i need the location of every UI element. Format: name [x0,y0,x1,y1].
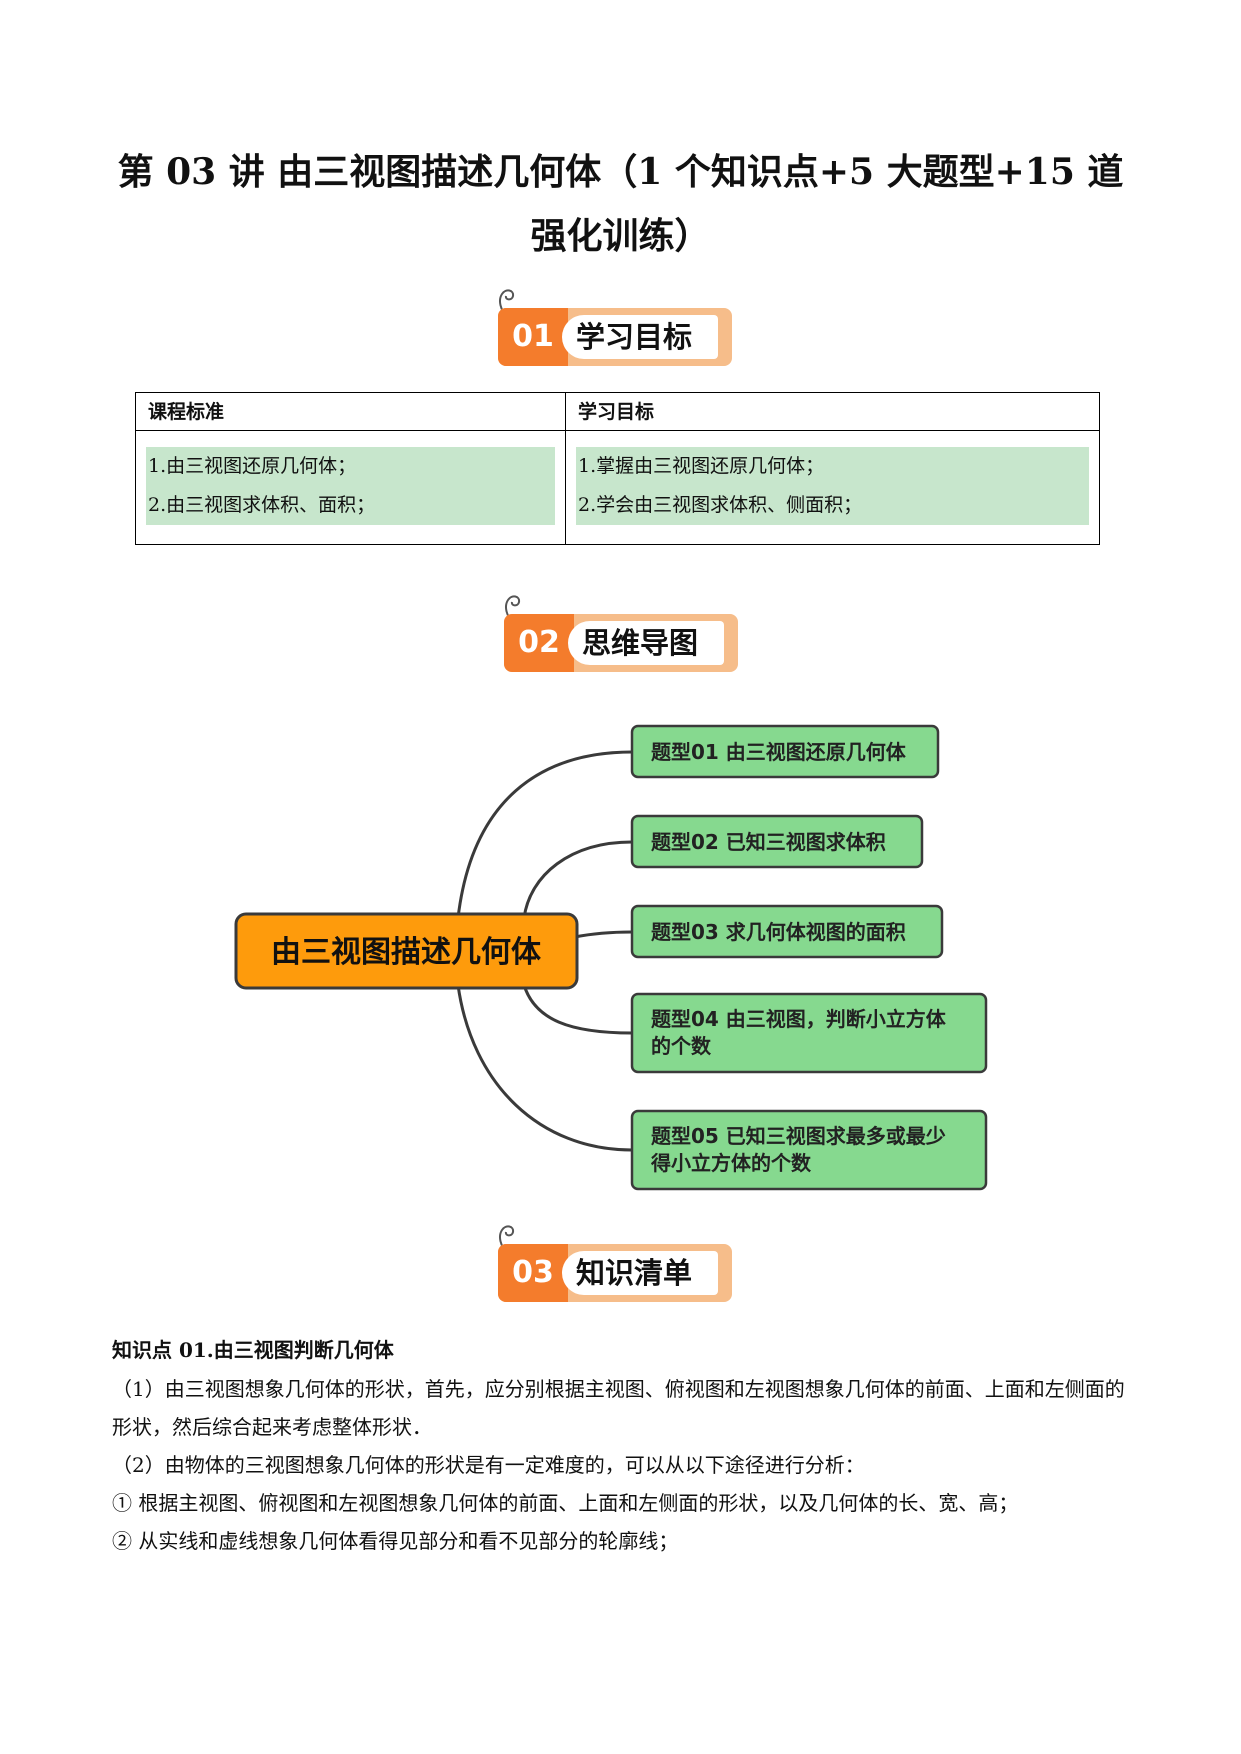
branch-label: 题型03 求几何体视图的面积 [651,920,906,944]
section-number: 02 [504,614,574,672]
standards-cell: 1.由三视图还原几何体； 2.由三视图求体积、面积； [135,430,566,545]
section-number: 01 [498,308,568,366]
connector-line-03 [574,930,633,939]
objectives-cell: 1.掌握由三视图还原几何体； 2.学会由三视图求体积、侧面积； [565,430,1100,545]
mindmap-branch-05: 题型05 已知三视图求最多或最少 得小立方体的个数 [630,1109,988,1191]
section-banner-02: 02 思维导图 [500,592,740,672]
branch-label: 题型05 已知三视图求最多或最少 [651,1124,946,1148]
connector-line-05 [456,984,633,1152]
branch-label: 题型04 由三视图，判断小立方体 [651,1007,947,1031]
knowledge-paragraph: ① 根据主视图、俯视图和左视图想象几何体的前面、上面和左侧面的形状，以及几何体的… [112,1491,1019,1515]
table-header-standards: 课程标准 [135,392,566,431]
section-banner-01: 01 学习目标 [494,286,734,366]
section-number: 03 [498,1244,568,1302]
mindmap-root: 由三视图描述几何体 [234,912,579,990]
mindmap-branch-01: 题型01 由三视图还原几何体 [630,724,940,779]
mindmap-root-label: 由三视图描述几何体 [271,935,542,970]
knowledge-paragraph: （1）由三视图想象几何体的形状，首先，应分别根据主视图、俯视图和左视图想象几何体… [112,1377,1125,1439]
standard-item: 1.由三视图还原几何体； [148,455,357,477]
section-label: 思维导图 [568,621,724,665]
branch-label-line2: 的个数 [651,1034,712,1058]
mindmap-branch-04: 题型04 由三视图，判断小立方体 的个数 [630,992,988,1074]
connector-lines [456,750,633,1152]
knowledge-list: 知识点 01.由三视图判断几何体 （1）由三视图想象几何体的形状，首先，应分别根… [112,1330,1132,1560]
knowledge-point-title: 知识点 01.由三视图判断几何体 [112,1338,394,1362]
branch-label-line2: 得小立方体的个数 [650,1151,812,1175]
connector-line-01 [456,750,633,919]
branch-label: 题型02 已知三视图求体积 [651,830,886,854]
knowledge-paragraph: ② 从实线和虚线想象几何体看得见部分和看不见部分的轮廓线； [112,1529,679,1553]
goals-table: 课程标准 学习目标 1.由三视图还原几何体； 2.由三视图求体积、面积； 1.掌… [135,392,1100,545]
section-banner-03: 03 知识清单 [494,1222,734,1302]
page-title: 第 03 讲 由三视图描述几何体（1 个知识点+5 大题型+15 道强化训练） [117,151,1124,257]
mindmap-branch-03: 题型03 求几何体视图的面积 [630,904,944,959]
standard-item: 2.由三视图求体积、面积； [148,494,376,516]
objective-item: 1.掌握由三视图还原几何体； [578,455,825,477]
branch-label: 题型01 由三视图还原几何体 [651,740,907,764]
section-label: 知识清单 [562,1251,718,1295]
connector-line-02 [522,840,633,919]
objective-item: 2.学会由三视图求体积、侧面积； [578,494,863,516]
connector-line-04 [522,984,633,1035]
knowledge-paragraph: （2）由物体的三视图想象几何体的形状是有一定难度的，可以从以下途径进行分析： [112,1453,865,1477]
paperclip-icon [499,289,515,319]
section-label: 学习目标 [562,315,718,359]
paperclip-icon [505,595,521,625]
paperclip-icon [499,1225,515,1255]
mindmap-branch-02: 题型02 已知三视图求体积 [630,814,924,869]
table-header-objectives: 学习目标 [565,392,1100,431]
